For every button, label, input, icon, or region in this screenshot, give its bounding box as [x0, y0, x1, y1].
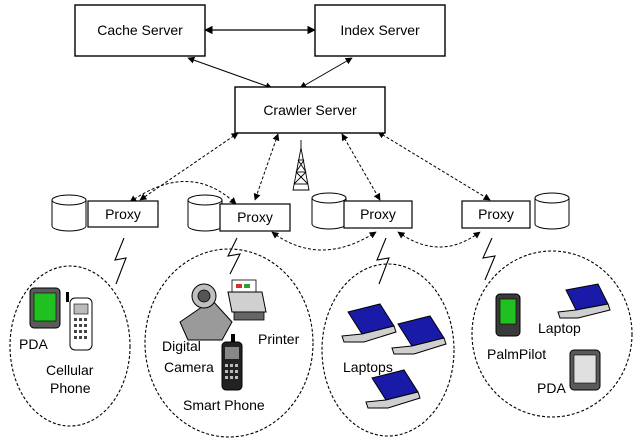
digital-camera-icon: [179, 283, 233, 341]
palmpilot-label: PalmPilot: [487, 346, 546, 362]
database-icon: [311, 192, 347, 230]
proxy2-proxy3-arc: [271, 231, 377, 251]
printer-label: Printer: [258, 331, 300, 347]
antenna-tower-icon: [292, 140, 310, 191]
palmpilot-icon: [495, 293, 521, 337]
proxy-node-1: Proxy: [51, 194, 159, 232]
smart-phone-icon: [221, 334, 243, 391]
wireless-link-icon: [482, 237, 496, 281]
proxy3-proxy4-arc: [397, 231, 481, 248]
crawler-proxy3-link: [341, 133, 381, 201]
index-crawler-link: [299, 57, 353, 89]
cell-2: [144, 248, 314, 438]
proxy1-proxy2-arc: [129, 181, 237, 205]
crawler-proxy4-link: [377, 131, 491, 201]
laptops-label: Laptops: [343, 359, 393, 375]
laptop-icon: [341, 303, 397, 343]
index-server-label: Index Server: [340, 22, 420, 38]
proxy-label: Proxy: [360, 206, 396, 222]
cellular-phone-icon: [66, 292, 93, 351]
proxy-label: Proxy: [105, 206, 141, 222]
pda-device-icon: [29, 287, 61, 329]
cache-server-label: Cache Server: [97, 22, 183, 38]
proxy-node-3: Proxy: [311, 192, 413, 230]
database-icon: [51, 194, 87, 232]
wireless-link-icon: [376, 237, 390, 285]
proxy-label: Proxy: [237, 209, 273, 225]
database-icon: [534, 192, 570, 230]
crawler-proxy1-link: [139, 132, 239, 201]
proxy-node-4: Proxy: [461, 192, 570, 230]
proxy-node-2: Proxy: [187, 194, 291, 232]
proxy-label: Proxy: [478, 206, 514, 222]
crawler-proxy2-link: [253, 133, 280, 201]
laptop-icon: [365, 369, 421, 409]
wireless-link-icon: [227, 237, 241, 275]
laptop-label: Laptop: [538, 320, 581, 336]
database-icon: [187, 194, 223, 232]
cell-1: [9, 265, 131, 427]
camera-label: Camera: [164, 359, 214, 375]
cache-server-node: Cache Server: [74, 4, 206, 57]
printer-icon: [227, 279, 267, 321]
wireless-link-icon: [114, 237, 127, 285]
digital-label: Digital: [162, 338, 201, 354]
connections: [129, 25, 491, 251]
crawler-server-node: Crawler Server: [234, 86, 386, 134]
cells: [9, 248, 633, 438]
pda-label: PDA: [537, 380, 566, 396]
laptop-icon: [391, 315, 447, 355]
pda-label: PDA: [19, 336, 48, 352]
smart-phone-label: Smart Phone: [183, 397, 265, 413]
cache-crawler-link: [187, 56, 273, 90]
index-server-node: Index Server: [314, 4, 446, 57]
phone-label: Phone: [50, 380, 91, 396]
crawler-server-label: Crawler Server: [263, 102, 357, 118]
laptop-icon: [557, 283, 611, 319]
cell-4: [471, 250, 633, 418]
cell-3: [321, 263, 455, 437]
cellular-label: Cellular: [46, 362, 94, 378]
pda-device-icon: [569, 349, 601, 391]
